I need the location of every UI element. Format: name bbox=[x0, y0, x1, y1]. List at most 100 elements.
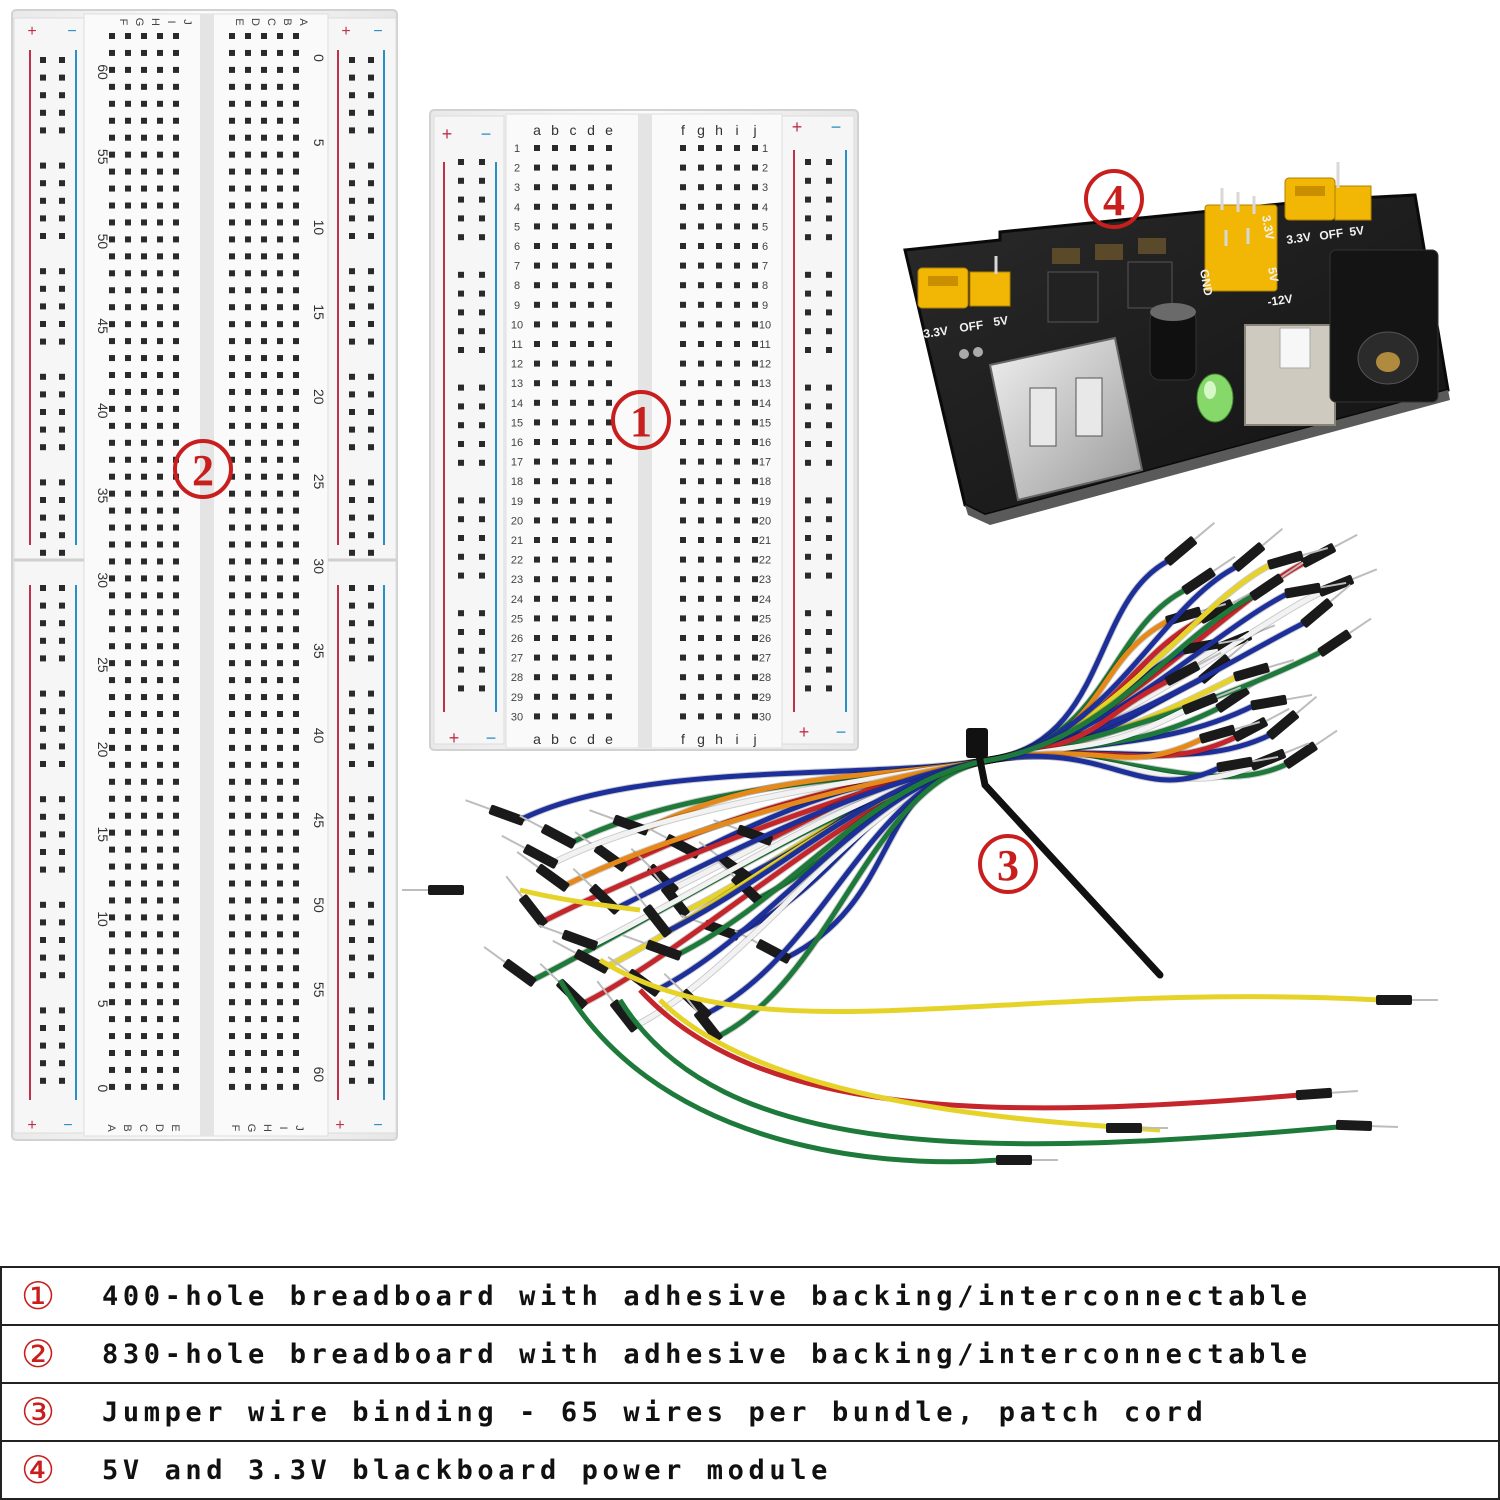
row-number: 30 bbox=[759, 711, 771, 723]
jumper-left[interactable] bbox=[917, 256, 1011, 309]
column-letter: f bbox=[681, 122, 685, 138]
jumper-plug bbox=[1232, 527, 1284, 572]
row-number: 22 bbox=[511, 555, 523, 567]
rail-sign: − bbox=[63, 1117, 72, 1134]
jumper-plug bbox=[1267, 547, 1329, 570]
jumper-plug bbox=[1376, 995, 1438, 1005]
callout-3: 3 bbox=[978, 834, 1038, 894]
label-3v3-left: 3.3V bbox=[922, 324, 948, 341]
legend-table: ① 400-hole breadboard with adhesive back… bbox=[0, 1266, 1500, 1500]
row-number: 23 bbox=[511, 574, 523, 586]
legend-text: 400-hole breadboard with adhesive backin… bbox=[102, 1280, 1312, 1312]
label-5v-mid: 5V bbox=[1265, 266, 1281, 283]
row-number: 50 bbox=[311, 897, 327, 913]
label-5v-left: 5V bbox=[992, 313, 1008, 329]
row-number: 16 bbox=[759, 437, 771, 449]
power-module: 3.3V OFF 5V 3.3V OFF 5V GND 5V 3.3V -12V bbox=[903, 162, 1450, 525]
row-number: 20 bbox=[511, 515, 523, 527]
row-number: 18 bbox=[759, 476, 771, 488]
column-letter: D bbox=[153, 1124, 165, 1132]
rail-sign: + bbox=[449, 728, 460, 748]
column-letter: D bbox=[249, 18, 261, 26]
jumper-plug bbox=[1164, 651, 1222, 686]
jumper-plug bbox=[465, 799, 525, 826]
column-letter: A bbox=[297, 18, 309, 26]
row-number: 11 bbox=[511, 339, 522, 351]
row-number: 55 bbox=[95, 149, 111, 165]
jumper-right[interactable] bbox=[1284, 162, 1372, 221]
row-number: 21 bbox=[759, 535, 771, 547]
column-letter: a bbox=[533, 122, 541, 138]
column-letter: H bbox=[149, 18, 161, 26]
column-letter: e bbox=[605, 122, 613, 138]
column-letter: a bbox=[533, 731, 541, 747]
row-number: 3 bbox=[762, 182, 768, 194]
row-number: 10 bbox=[511, 319, 523, 331]
jumper-plug bbox=[1283, 729, 1338, 769]
column-letter: i bbox=[735, 122, 738, 138]
jumper-plug bbox=[1106, 1123, 1168, 1133]
row-number: 25 bbox=[759, 613, 771, 625]
column-letter: I bbox=[165, 20, 177, 23]
rail-sign: + bbox=[341, 23, 350, 40]
rail-sign: + bbox=[27, 1117, 36, 1134]
row-number: 45 bbox=[95, 318, 111, 334]
jumper-plug bbox=[1182, 686, 1242, 715]
jumper-wire bbox=[675, 592, 1257, 958]
row-number: 5 bbox=[514, 221, 520, 233]
row-number: 15 bbox=[311, 304, 327, 320]
callout-4: 4 bbox=[1084, 169, 1144, 229]
label-off-right: OFF bbox=[1318, 226, 1344, 243]
row-number: 5 bbox=[95, 1000, 111, 1008]
jumper-wire bbox=[598, 957, 1381, 1015]
row-number: 10 bbox=[95, 911, 111, 927]
rail-sign: − bbox=[67, 23, 76, 40]
row-number: 19 bbox=[511, 496, 523, 508]
row-number: 26 bbox=[511, 633, 523, 645]
jumper-wire bbox=[617, 998, 1361, 1147]
legend-row: ④ 5V and 3.3V blackboard power module bbox=[0, 1440, 1500, 1500]
callout-2-number: 2 bbox=[192, 446, 214, 495]
column-letter: c bbox=[570, 731, 577, 747]
jumper-plug bbox=[1317, 617, 1372, 657]
jumper-plug bbox=[538, 924, 598, 951]
column-letter: C bbox=[265, 18, 277, 26]
jumper-plug bbox=[629, 885, 672, 938]
row-number: 12 bbox=[759, 359, 771, 371]
legend-row: ② 830-hole breadboard with adhesive back… bbox=[0, 1324, 1500, 1384]
rail-sign: − bbox=[373, 23, 382, 40]
row-number: 4 bbox=[762, 202, 768, 214]
jumper-plug bbox=[1335, 1119, 1398, 1132]
row-number: 27 bbox=[759, 653, 771, 665]
row-number: 16 bbox=[511, 437, 523, 449]
row-number: 22 bbox=[759, 555, 771, 567]
row-number: 0 bbox=[95, 1085, 111, 1093]
column-letter: A bbox=[105, 1124, 117, 1132]
jumper-plug bbox=[1284, 581, 1347, 599]
power-switch[interactable] bbox=[1244, 324, 1336, 426]
rail-sign: + bbox=[799, 722, 810, 742]
row-number: 0 bbox=[311, 54, 327, 62]
row-number: 29 bbox=[759, 692, 771, 704]
row-number: 60 bbox=[95, 64, 111, 80]
legend-row: ③ Jumper wire binding - 65 wires per bun… bbox=[0, 1382, 1500, 1442]
legend-number: ③ bbox=[20, 1390, 56, 1434]
column-letter: F bbox=[229, 1125, 241, 1132]
row-number: 1 bbox=[514, 143, 520, 155]
row-number: 9 bbox=[514, 300, 520, 312]
row-number: 25 bbox=[511, 613, 523, 625]
row-number: 28 bbox=[511, 672, 523, 684]
column-letter: b bbox=[551, 731, 559, 747]
jumper-plug bbox=[1250, 693, 1313, 711]
jumper-plug bbox=[1181, 555, 1236, 595]
row-number: 28 bbox=[759, 672, 771, 684]
rail-sign: + bbox=[792, 117, 803, 137]
rail-sign: − bbox=[481, 124, 492, 144]
jumper-plug bbox=[1266, 695, 1318, 740]
legend-number: ② bbox=[20, 1332, 56, 1376]
column-letter: I bbox=[277, 1126, 289, 1129]
dc-barrel-jack bbox=[1329, 249, 1439, 403]
callout-1: 1 bbox=[611, 390, 671, 450]
legend-number: ① bbox=[20, 1274, 56, 1318]
